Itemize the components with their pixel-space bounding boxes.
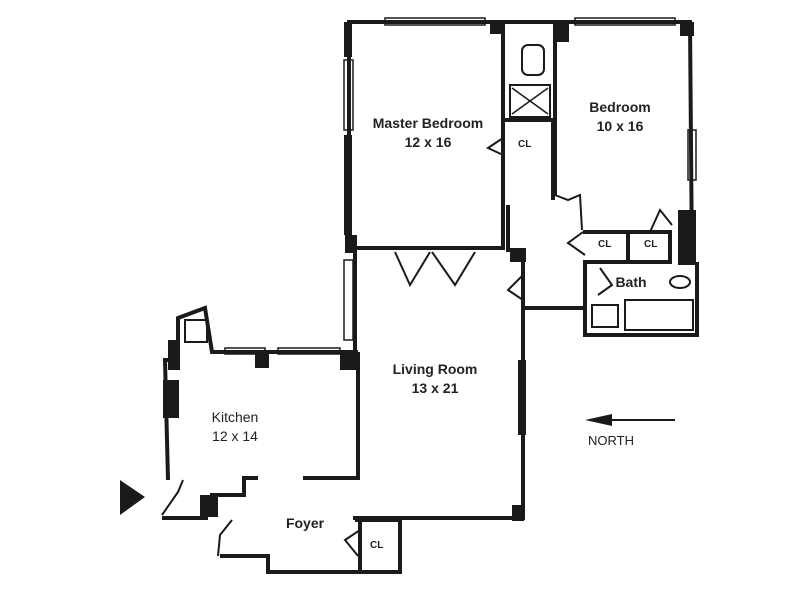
wall-hall — [506, 205, 525, 252]
window — [343, 259, 354, 341]
window — [687, 129, 697, 181]
sink-fixture — [591, 304, 619, 328]
north-label: NORTH — [588, 433, 634, 448]
door-swing — [566, 231, 586, 256]
door-swing — [217, 519, 233, 557]
tub-fixture — [624, 299, 694, 331]
wall-living-room — [355, 250, 525, 352]
column — [512, 505, 524, 521]
closet-label: CL — [644, 239, 658, 250]
closet-label: CL — [370, 540, 384, 551]
door-swing — [431, 251, 476, 287]
room-label-bath: Bath — [606, 273, 656, 292]
column — [168, 340, 180, 370]
closet-label: CL — [518, 139, 532, 150]
room-name: Kitchen — [211, 409, 259, 425]
column — [340, 350, 358, 370]
wall-kitchen — [303, 352, 360, 480]
north-arrow-icon — [585, 414, 612, 426]
wall-thick — [518, 360, 526, 435]
toilet-fixture — [669, 275, 691, 289]
wall-foyer — [220, 518, 402, 574]
column — [163, 380, 179, 418]
room-label-master-bedroom: Master Bedroom 12 x 16 — [358, 114, 498, 152]
room-label-bedroom: Bedroom 10 x 16 — [570, 98, 670, 136]
room-label-kitchen: Kitchen 12 x 14 — [195, 408, 275, 446]
wall-bath-closets — [583, 230, 699, 337]
door-swing — [343, 529, 361, 557]
column — [490, 22, 504, 34]
room-name: Bath — [615, 274, 647, 290]
wall-thick — [344, 135, 352, 235]
toilet-fixture — [521, 44, 545, 76]
column — [680, 22, 694, 36]
column — [678, 210, 696, 265]
window — [384, 17, 486, 26]
column — [200, 495, 218, 517]
column — [510, 248, 526, 262]
shower-fixture — [509, 84, 551, 118]
wall-thick — [344, 22, 352, 57]
column — [255, 350, 269, 368]
window — [343, 59, 354, 131]
column — [555, 22, 569, 42]
door-swing — [506, 274, 524, 301]
room-size: 12 x 14 — [212, 428, 258, 444]
room-size: 12 x 16 — [404, 134, 452, 150]
shower-fixture-line — [511, 87, 549, 115]
room-label-foyer: Foyer — [275, 514, 335, 533]
door-swing — [394, 251, 431, 288]
door-swing — [597, 267, 614, 296]
column — [345, 235, 357, 253]
room-name: Bedroom — [589, 99, 651, 115]
wall-kitchen-left — [210, 476, 258, 497]
entry-arrow-icon — [120, 480, 145, 515]
wall-kitchen-outer — [162, 305, 358, 481]
door-swing — [161, 479, 184, 516]
room-name: Master Bedroom — [372, 115, 484, 131]
closet-label: CL — [598, 239, 612, 250]
room-label-living-room: Living Room 13 x 21 — [375, 360, 495, 398]
room-size: 13 x 21 — [411, 380, 459, 396]
room-name: Foyer — [285, 515, 325, 531]
door-swing — [554, 193, 583, 231]
room-name: Living Room — [392, 361, 478, 377]
chimney-fixture — [184, 319, 208, 343]
door-swing — [485, 137, 504, 156]
room-size: 10 x 16 — [596, 118, 644, 134]
door-swing — [649, 208, 673, 233]
window — [574, 17, 676, 26]
